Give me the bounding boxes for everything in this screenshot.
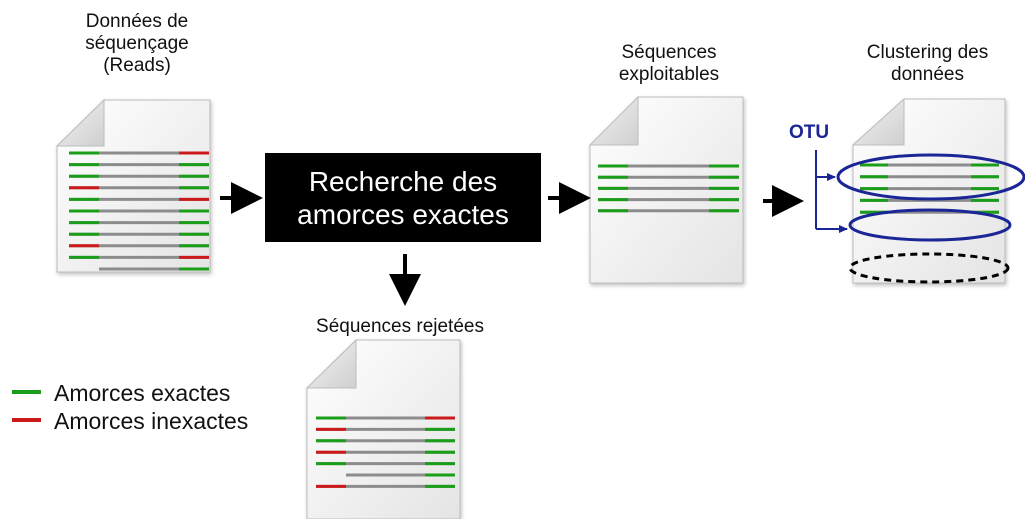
otu-pointer (815, 150, 848, 233)
rejected-rows (316, 416, 455, 488)
otu-ellipse-2 (848, 208, 1012, 242)
document-exploitable (588, 95, 744, 284)
exploitable-rows (598, 164, 739, 213)
process-box-primer-search: Recherche des amorces exactes (265, 153, 541, 242)
otu-label: OTU (789, 122, 830, 143)
unclustered-ellipse (848, 252, 1010, 284)
raw-reads-rows (69, 151, 209, 271)
label-rejected: Séquences rejetées (316, 316, 484, 337)
document-raw-reads (55, 98, 211, 273)
label-clustering: Clustering des données (866, 42, 989, 85)
legend-item-exact: Amorces exactes (54, 380, 231, 406)
legend: Amorces exactes Amorces inexactes (54, 379, 248, 435)
label-raw-reads: Données de séquençage (Reads) (85, 11, 189, 76)
otu-ellipse-1 (836, 153, 1025, 201)
legend-item-inexact: Amorces inexactes (54, 408, 249, 434)
label-exploitable: Séquences exploitables (618, 42, 720, 85)
process-box-text: Recherche des amorces exactes (297, 165, 509, 230)
